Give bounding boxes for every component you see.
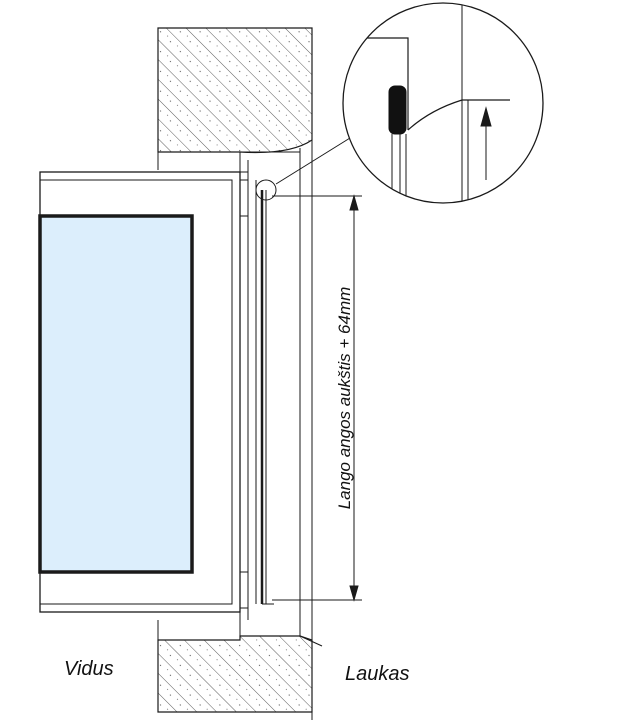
detail-marker	[255, 137, 351, 201]
inside-label: Vidus	[64, 658, 114, 680]
wall-bottom	[157, 635, 313, 713]
dimension-label: Lango angos aukštis + 64mm	[335, 287, 354, 510]
dimension-line	[272, 194, 362, 602]
wall-top	[157, 27, 313, 154]
outside-label: Laukas	[345, 663, 410, 685]
magnified-detail	[342, 2, 544, 204]
window-frame	[38, 171, 249, 613]
shutter-guide	[247, 160, 274, 620]
